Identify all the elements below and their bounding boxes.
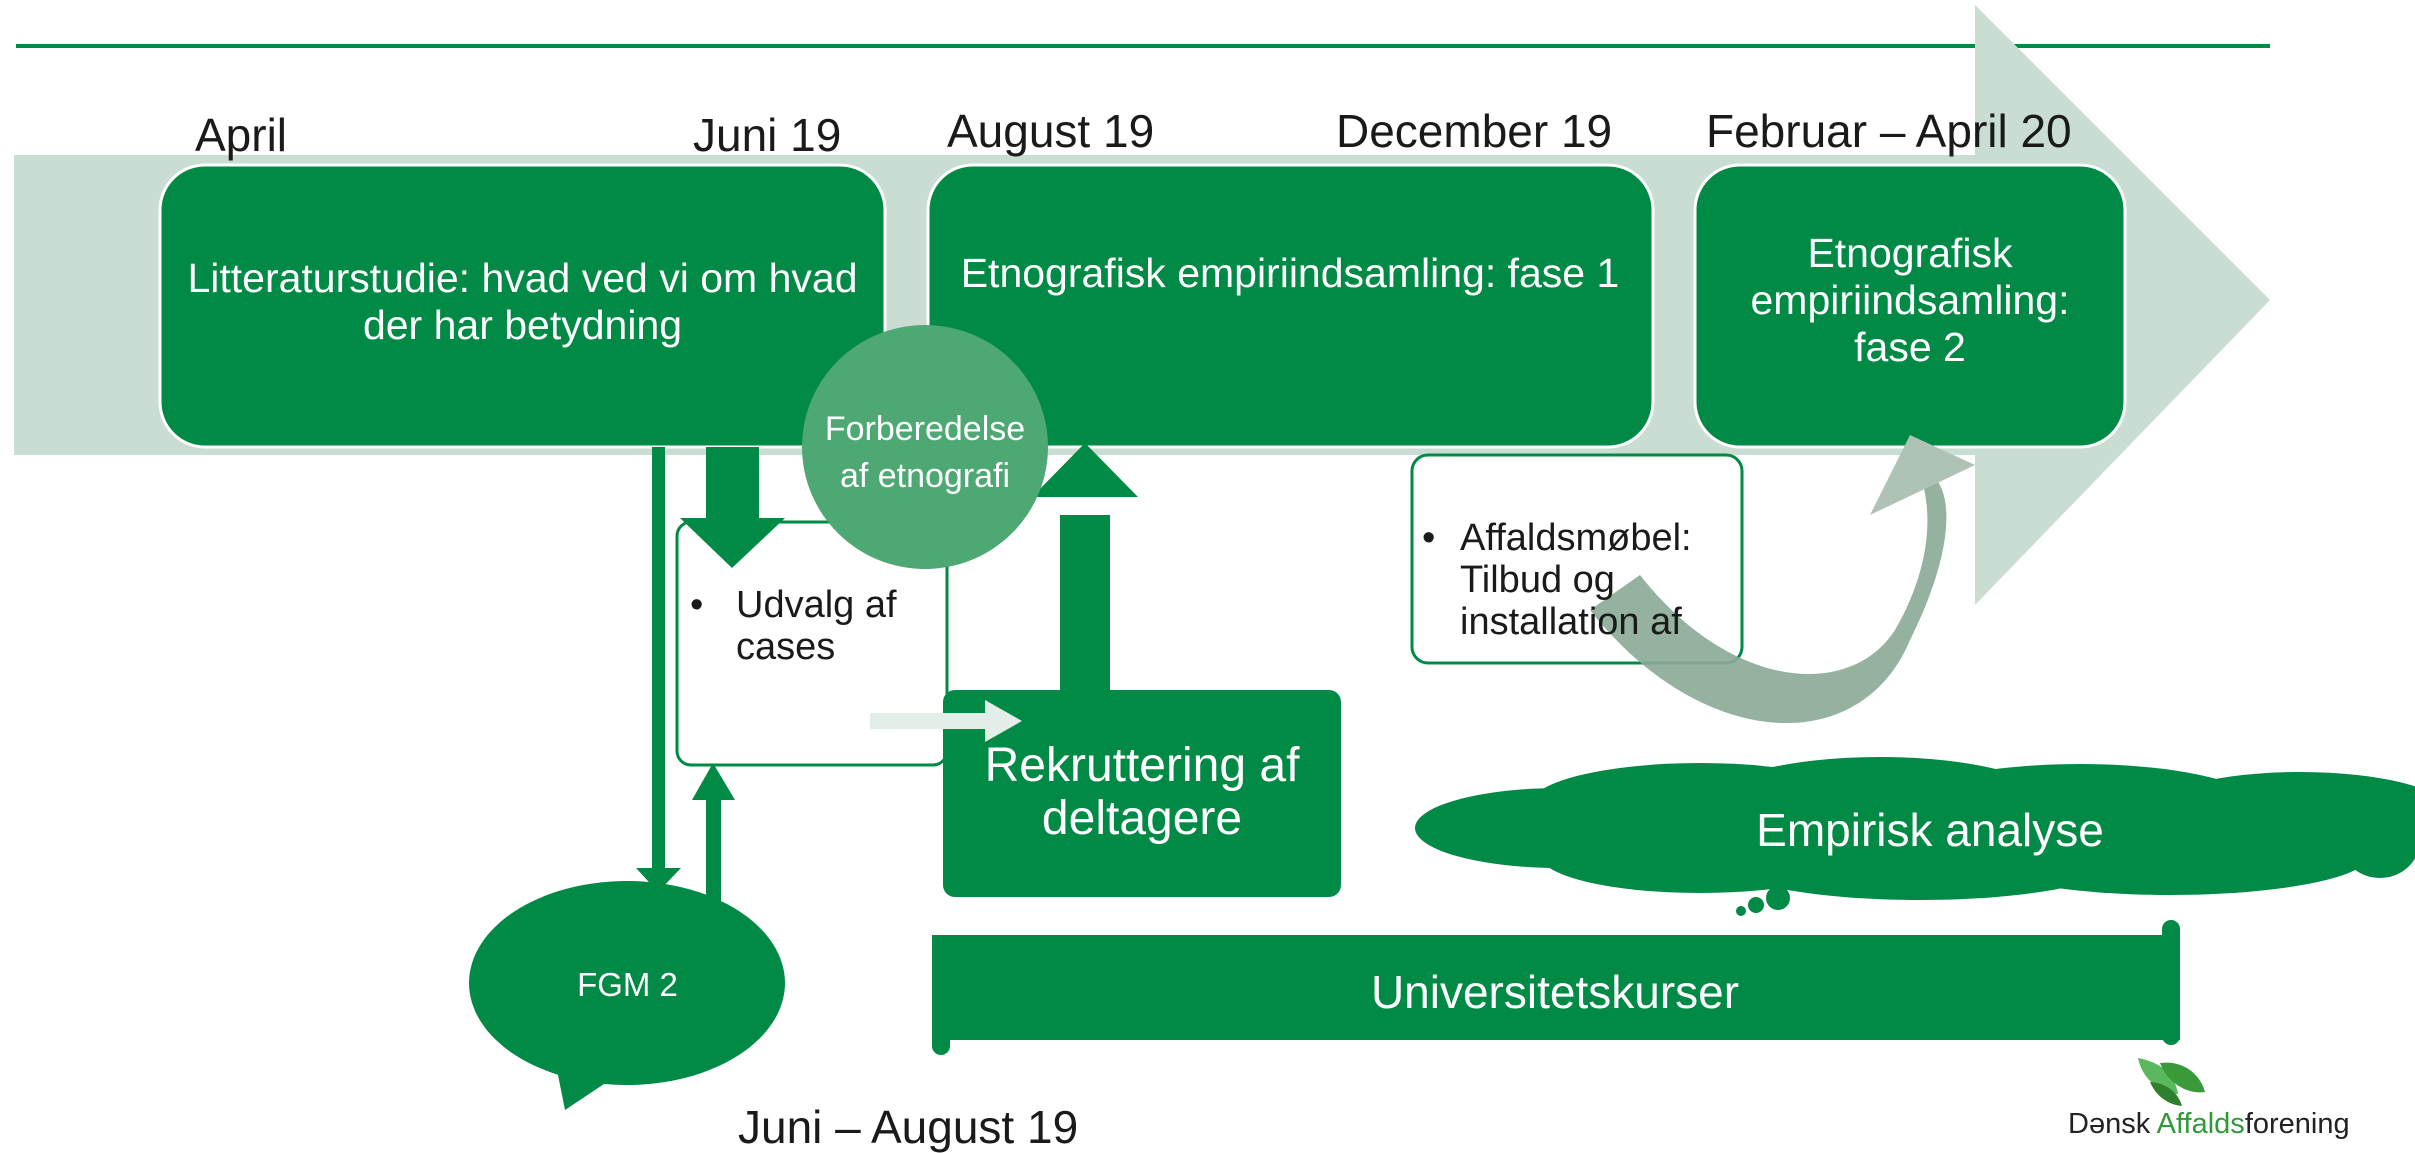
down-thin-arrowhead: [636, 868, 681, 892]
small-right-arrow: [870, 713, 990, 729]
logo-icon: [2138, 1058, 2205, 1106]
logo-text: Dənsk Affaldsforening: [2068, 1110, 2350, 1139]
up-thin-arrow: [706, 795, 721, 905]
bullet-udvalg: •: [690, 585, 704, 626]
date-juni-19: Juni 19: [693, 109, 842, 161]
fase2-text: Etnografisk empiriindsamling: fase 2: [1750, 230, 2070, 371]
down-thin-arrow: [652, 447, 665, 872]
rekruttering-text: Rekruttering af deltagere: [984, 738, 1300, 845]
universitet-text: Universitetskurser: [1370, 965, 1740, 1018]
universitet-banner-right-curl: [2162, 920, 2180, 1045]
affaldsmobel-text: Affaldsmøbel: Tilbud og installation af: [1460, 518, 1692, 643]
logo-part2: Affalds: [2156, 1108, 2245, 1140]
date-februar-april-20: Februar – April 20: [1706, 105, 2072, 157]
litteraturstudie-box: [158, 163, 887, 449]
forberedelse-text: Forberedelse af etnografi: [824, 410, 1026, 495]
affaldsmobel-item: • Affaldsmøbel: Tilbud og installation a…: [1422, 518, 1740, 648]
cloud-dot-2: [1748, 897, 1764, 913]
udvalg-box: [675, 520, 949, 767]
up-thick-arrow: [1060, 515, 1110, 695]
up-thick-arrowhead: [1032, 443, 1138, 497]
fgm-bubble-tail: [555, 1060, 625, 1110]
date-december-19: December 19: [1336, 105, 1613, 157]
empirisk-cloud: [1415, 757, 2415, 900]
small-right-arrowhead: [985, 700, 1022, 742]
down-thick-arrowhead: [680, 518, 785, 568]
date-august-19: August 19: [947, 105, 1155, 157]
fase1-text: Etnografisk empiriindsamling: fase 1: [960, 250, 1620, 296]
date-juni-august-19: Juni – August 19: [738, 1101, 1079, 1153]
fase1-box: [926, 163, 1655, 449]
bullet-affaldsmobel: •: [1422, 518, 1436, 559]
fgm-text: FGM 2: [577, 966, 678, 1004]
udvalg-text: Udvalg af cases: [736, 585, 897, 668]
cloud-dot-1: [1766, 886, 1790, 910]
litteraturstudie-text: Litteraturstudie: hvad ved vi om hvad de…: [187, 255, 858, 349]
empirisk-text: Empirisk analyse: [1756, 803, 2104, 856]
forberedelse-circle: [802, 325, 1048, 569]
universitet-banner-left-curl: [932, 935, 950, 1055]
date-april: April: [195, 109, 288, 161]
up-thin-arrowhead: [692, 763, 735, 800]
down-thick-arrow: [706, 447, 759, 527]
logo-part1: Dənsk: [2068, 1108, 2157, 1140]
curved-arrow: [1590, 470, 1947, 724]
udvalg-item: • Udvalg af cases: [690, 585, 940, 675]
fgm-bubble: [469, 881, 785, 1085]
cloud-dot-3: [1736, 906, 1746, 916]
logo-part3: forening: [2244, 1108, 2350, 1140]
rekruttering-box: [943, 690, 1341, 897]
curved-arrowhead: [1870, 435, 1975, 515]
universitet-banner: [932, 935, 2180, 1040]
